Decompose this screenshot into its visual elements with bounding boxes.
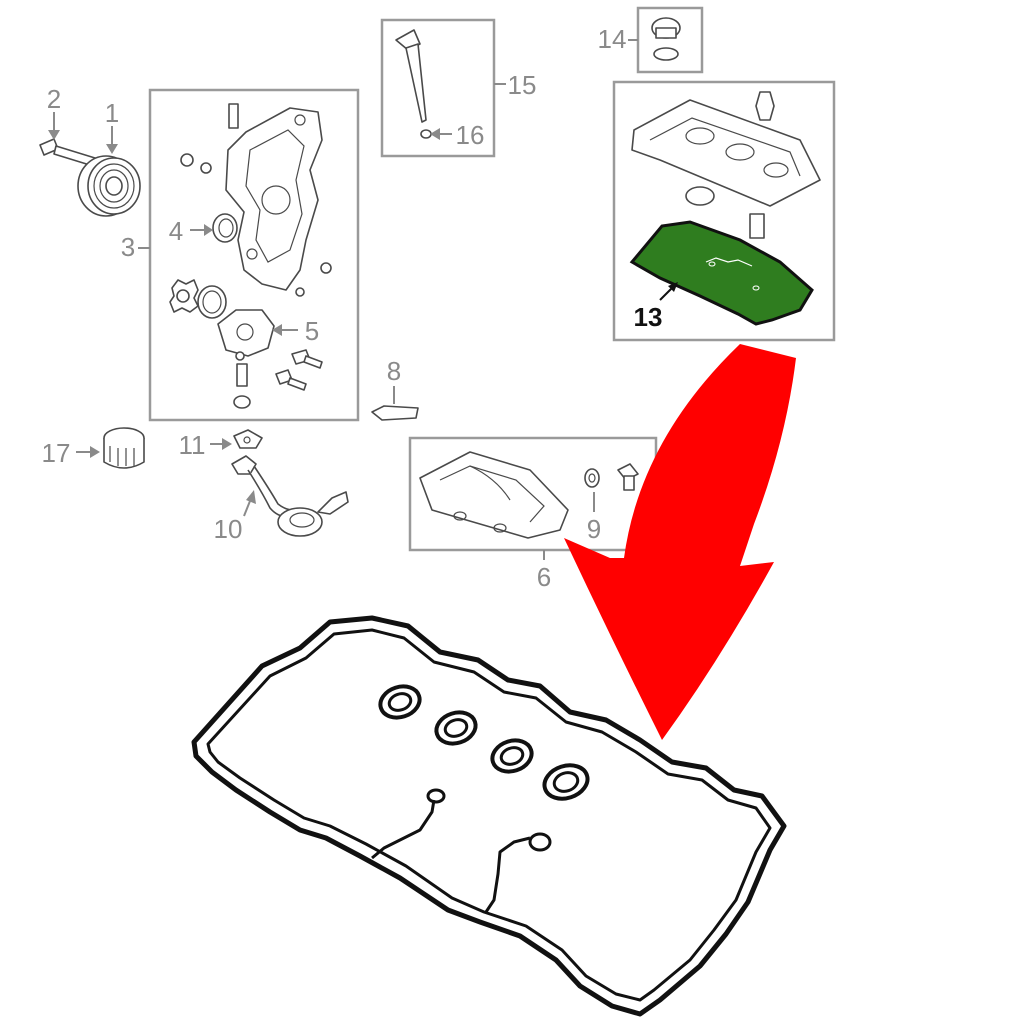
part-3-timing-cover	[180, 103, 332, 297]
group-box-valve-cover	[612, 80, 836, 342]
callout-3: 3	[121, 232, 135, 262]
part-5-oil-pump	[217, 309, 298, 361]
part-6-oil-pan	[419, 451, 569, 560]
valve-cover-assembly	[631, 91, 821, 239]
callout-14: 14	[598, 24, 627, 54]
part-14-oil-filler-cap	[628, 17, 681, 61]
part-15-dipstick	[395, 29, 506, 123]
part-16-o-ring	[420, 128, 452, 140]
callout-labels: 2 1 3 4 5 6 9 8 10 11 13 14 15 16 17	[42, 24, 663, 592]
group-box-timing-cover	[148, 88, 360, 422]
callout-4: 4	[169, 216, 183, 246]
callout-6: 6	[537, 562, 551, 592]
part-9-baffle	[371, 386, 419, 421]
callout-2: 2	[47, 84, 61, 114]
oil-pump-gears	[169, 279, 227, 319]
part-4-oil-seal	[190, 213, 238, 243]
part-13-valve-cover-gasket-highlight	[629, 220, 814, 326]
callout-1: 1	[105, 98, 119, 128]
callout-15: 15	[508, 70, 537, 100]
callout-9: 8	[387, 356, 401, 386]
part-7-drain-plug	[617, 463, 639, 491]
group-box-dipstick	[380, 18, 496, 158]
part-11-gasket	[210, 429, 263, 450]
callout-13: 13	[634, 302, 663, 332]
timing-hardware	[233, 349, 323, 409]
valve-cover-gasket-enlarged	[191, 615, 787, 1017]
callout-5: 5	[305, 316, 319, 346]
callout-11: 11	[179, 430, 206, 460]
callout-8: 9	[587, 514, 601, 544]
part-1-pulley	[77, 126, 141, 217]
red-pointer-arrow	[564, 344, 796, 740]
callout-17: 17	[42, 438, 71, 468]
part-17-oil-filter	[76, 427, 145, 469]
part-8-washer	[584, 468, 600, 512]
part-10-oil-strainer	[231, 455, 349, 537]
callout-16: 16	[456, 120, 485, 150]
callout-10: 10	[214, 514, 243, 544]
